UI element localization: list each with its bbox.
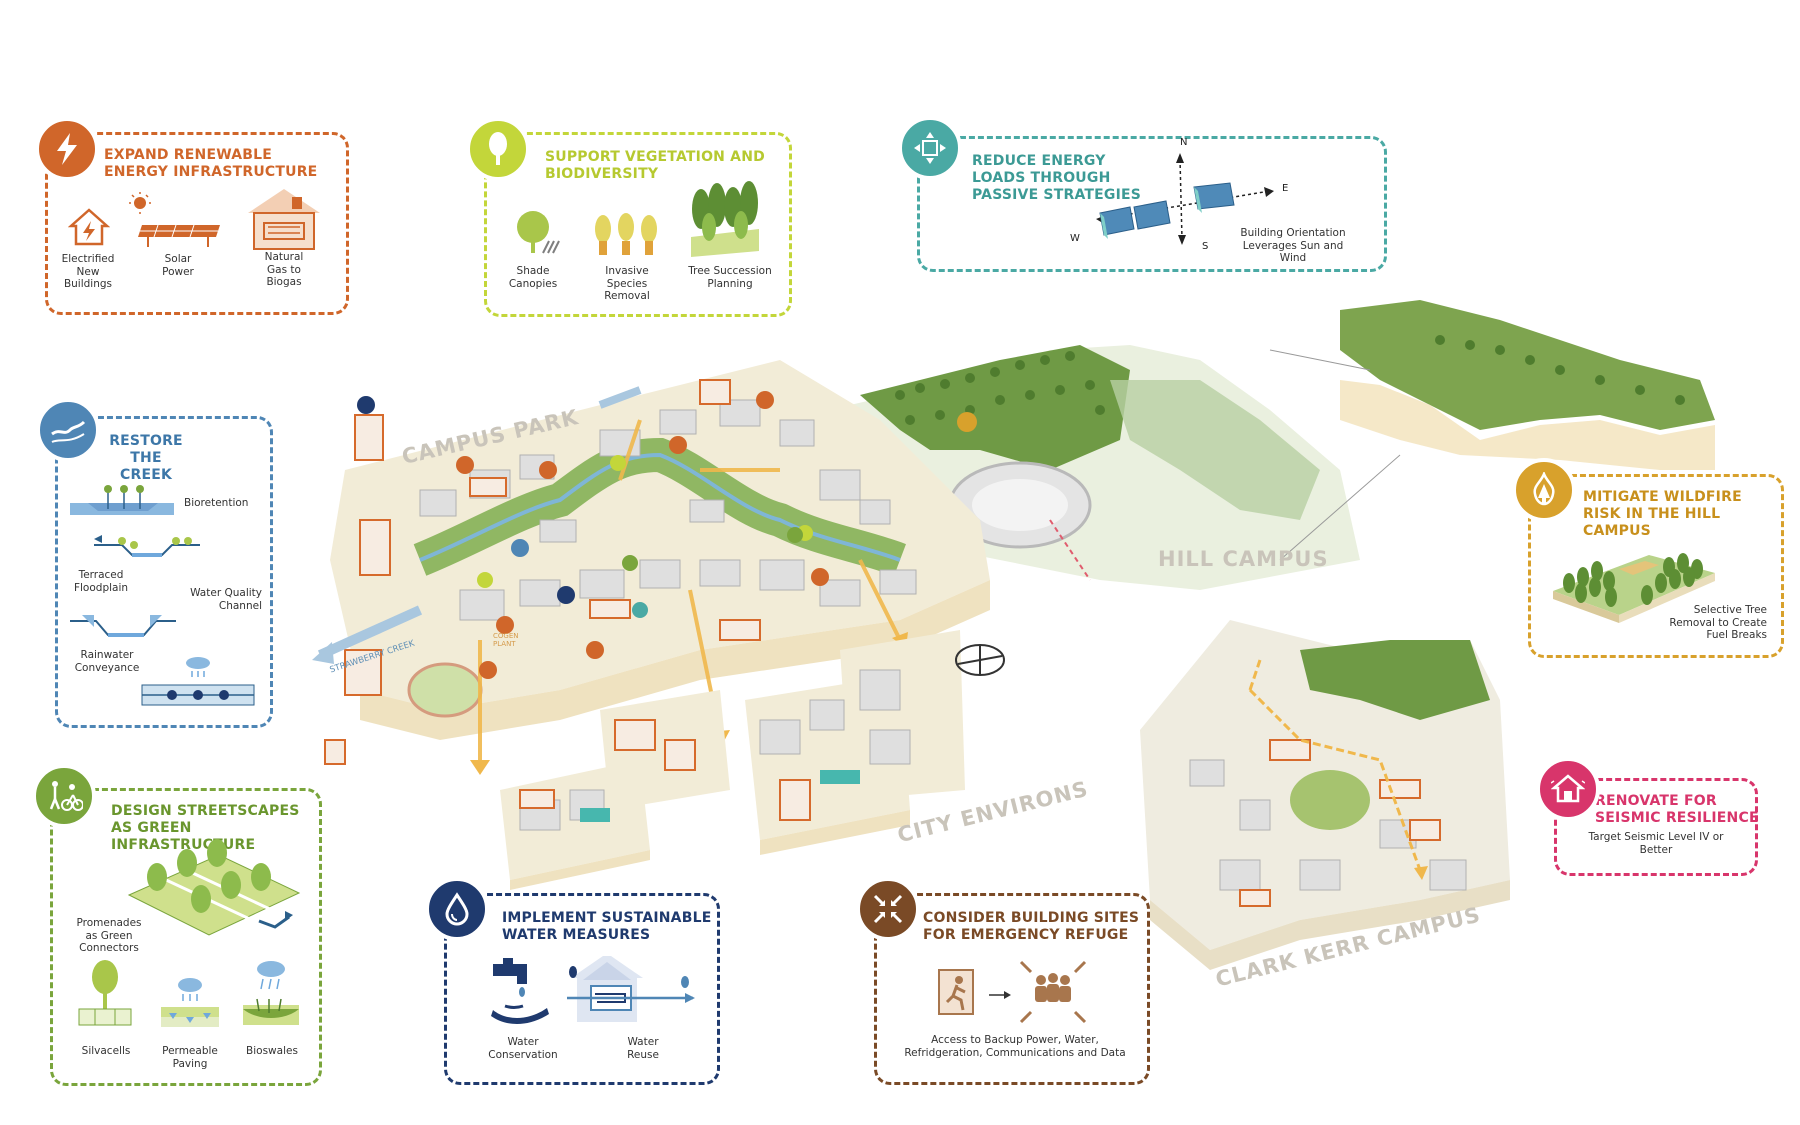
fire-tree-icon (1512, 458, 1576, 522)
caption-bioretention: Bioretention (184, 497, 249, 509)
panel-title: SUPPORT VEGETATION AND BIODIVERSITY (545, 149, 765, 182)
biogas-plant-icon (248, 189, 320, 250)
water-conservation-icon (491, 958, 549, 1024)
caption-shade: Shade Canopies (508, 265, 558, 290)
cogen-label: COGEN PLANT (493, 632, 519, 648)
caption-reuse: Water Reuse (627, 1036, 659, 1061)
caption-water-quality: Water Quality Channel (190, 587, 262, 612)
panel-title: RENOVATE FOR SEISMIC RESILIENCE (1595, 793, 1759, 826)
caption-permeable: Permeable Paving (162, 1045, 218, 1070)
north-arrow (955, 644, 1005, 676)
arrows-expand-icon (898, 116, 962, 180)
clark-kerr-block (1140, 620, 1510, 970)
tree-icon (466, 117, 530, 181)
panel-streetscape: DESIGN STREETSCAPES AS GREEN INFRASTRUCT… (50, 788, 322, 1086)
fuel-break-icon (1553, 553, 1715, 623)
caption-solar: Solar Power (162, 253, 194, 278)
compass-n: N (1180, 137, 1188, 148)
permeable-paving-icon (161, 978, 219, 1027)
caption-bioswales: Bioswales (246, 1045, 298, 1057)
caption-silvacells: Silvacells (81, 1045, 131, 1057)
panel-title: MITIGATE WILDFIRE RISK IN THE HILL CAMPU… (1583, 489, 1742, 539)
panel-vegetation: SUPPORT VEGETATION AND BIODIVERSITY Shad… (484, 132, 792, 317)
compass-s: S (1202, 241, 1209, 252)
panel-title: RESTORE THE CREEK (109, 433, 183, 483)
house-quake-icon (1536, 757, 1600, 821)
water-markers (357, 396, 575, 604)
walk-bike-icon (32, 764, 96, 828)
gather-icon (856, 877, 920, 941)
terraced-floodplain-icon (94, 535, 200, 557)
city-environs-blocks (324, 630, 965, 890)
caption-fuel-breaks: Selective Tree Removal to Create Fuel Br… (1669, 604, 1767, 641)
main-campus-block (312, 360, 1324, 864)
water-quality-channel-icon (70, 615, 176, 637)
caption-refuge: Access to Backup Power, Water, Refridger… (904, 1034, 1126, 1059)
panel-title: EXPAND RENEWABLE ENERGY INFRASTRUCTURE (104, 147, 318, 180)
water-reuse-icon (567, 956, 695, 1022)
building-orientation-icon (1096, 153, 1274, 245)
bioretention-icon (70, 485, 174, 515)
caption-succession: Tree Succession Planning (688, 265, 772, 290)
compass-w: W (1070, 233, 1080, 244)
panel-creek: RESTORE THE CREEK Bioretention Terraced … (55, 416, 273, 728)
streetscape-markers (622, 527, 803, 571)
solar-panel-icon (129, 192, 220, 247)
panel-wildfire: MITIGATE WILDFIRE RISK IN THE HILL CAMPU… (1528, 474, 1784, 658)
panel-title: IMPLEMENT SUSTAINABLE WATER MEASURES (502, 910, 712, 943)
panel-refuge: CONSIDER BUILDING SITES FOR EMERGENCY RE… (874, 893, 1150, 1085)
panel-title: CONSIDER BUILDING SITES FOR EMERGENCY RE… (923, 910, 1140, 943)
caption-rainwater: Rainwater Conveyance (74, 649, 140, 674)
tree-succession-icon (691, 181, 759, 257)
panel-renewable-energy: EXPAND RENEWABLE ENERGY INFRASTRUCTURE E… (45, 132, 349, 315)
gathering-people-icon (1019, 960, 1087, 1024)
lightning-icon (35, 117, 99, 181)
caption-terraced: Terraced Floodplain (73, 569, 129, 594)
area-label-hill-campus: HILL CAMPUS (1158, 547, 1329, 571)
emergency-exit-icon (938, 969, 974, 1015)
wildfire-marker (957, 412, 977, 432)
caption-conservation: Water Conservation (488, 1036, 558, 1061)
creek-icon (36, 398, 100, 462)
invasive-species-icon (595, 213, 657, 255)
water-drop-icon (425, 877, 489, 941)
caption-electrified: Electrified New Buildings (61, 253, 115, 290)
panel-title: REDUCE ENERGY LOADS THROUGH PASSIVE STRA… (972, 153, 1142, 203)
caption-seismic: Target Seismic Level IV or Better (1588, 831, 1724, 856)
arrow-right-icon (989, 991, 1011, 999)
rainwater-conveyance-icon (141, 657, 255, 706)
shade-canopy-icon (517, 211, 560, 254)
caption-promenades: Promenades as Green Connectors (76, 917, 142, 954)
panel-passive: REDUCE ENERGY LOADS THROUGH PASSIVE STRA… (917, 136, 1387, 272)
energy-markers (456, 391, 1324, 864)
bioswale-icon (243, 961, 299, 1025)
electrified-building-icon (68, 208, 110, 246)
compass-e: E (1282, 183, 1289, 194)
caption-biogas: Natural Gas to Biogas (264, 251, 304, 288)
caption-invasive: Invasive Species Removal (604, 265, 650, 302)
caption-orientation: Building Orientation Leverages Sun and W… (1240, 227, 1346, 264)
promenade-icon (127, 839, 301, 936)
panel-water: IMPLEMENT SUSTAINABLE WATER MEASURES Wat… (444, 893, 720, 1085)
silvacell-icon (78, 960, 132, 1026)
